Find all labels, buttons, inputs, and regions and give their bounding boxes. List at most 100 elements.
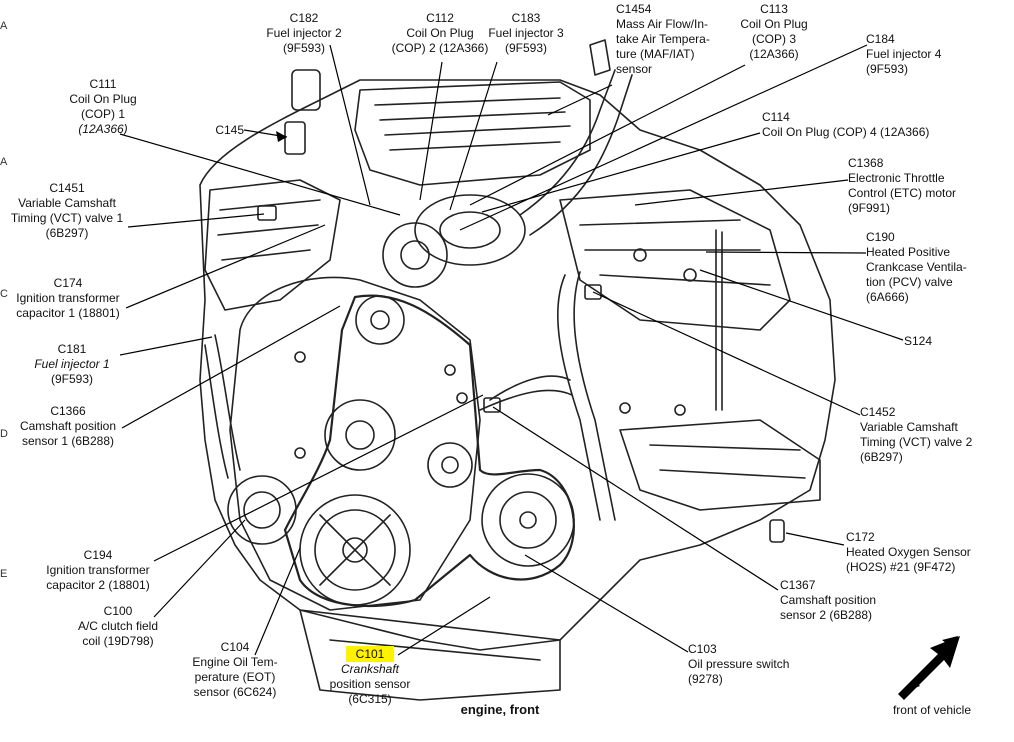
callout-part-number: (9F593) <box>50 372 94 386</box>
callout-text: Variable Camshaft <box>860 420 958 434</box>
callout-part-number: (9F593) <box>866 62 909 76</box>
callout-text: Heated Oxygen Sensor <box>846 545 971 559</box>
callout-c194: C194 Ignition transformer capacitor 2 (1… <box>36 548 160 593</box>
callout-code: C113 <box>760 2 788 16</box>
callout-code: C145 <box>215 123 244 137</box>
callout-code: C100 <box>103 604 133 618</box>
callout-code: S124 <box>904 334 933 348</box>
callout-code: C1368 <box>848 156 884 170</box>
callout-code: C112 <box>426 11 454 25</box>
edge-mark: E <box>0 568 8 580</box>
callout-code: C1451 <box>49 181 85 195</box>
callout-code: C190 <box>866 230 895 244</box>
callout-c1451: C1451 Variable Camshaft Timing (VCT) val… <box>0 181 134 241</box>
callout-text: (HO2S) #21 (9F472) <box>846 560 956 574</box>
edge-mark: A <box>0 20 8 32</box>
callout-code: C181 <box>57 342 87 356</box>
callout-code: C111 <box>89 77 117 91</box>
callout-part-number: (6A666) <box>866 290 909 304</box>
callout-c103: C103 Oil pressure switch (9278) <box>688 642 818 687</box>
callout-text: Mass Air Flow/In- <box>616 17 709 31</box>
callout-code: C184 <box>866 32 895 46</box>
callout-part-number: (9F991) <box>848 201 891 215</box>
callout-c190: C190 Heated Positive Crankcase Ventila- … <box>866 230 1006 305</box>
callout-text: sensor 2 (6B288) <box>780 608 873 622</box>
callout-text: Fuel injector 3 <box>488 26 564 40</box>
callout-text: Ignition transformer <box>16 291 120 305</box>
callout-text: Control (ETC) motor <box>848 186 957 200</box>
callout-c174: C174 Ignition transformer capacitor 1 (1… <box>6 276 130 321</box>
callout-c1366: C1366 Camshaft position sensor 1 (6B288) <box>12 404 124 449</box>
callout-c172: C172 Heated Oxygen Sensor (HO2S) #21 (9F… <box>846 530 996 575</box>
callout-part-number: (6B297) <box>45 226 89 240</box>
callout-text: Fuel injector 1 <box>34 357 110 371</box>
callout-text: Engine Oil Tem- <box>192 655 278 669</box>
callout-text: A/C clutch field <box>77 619 159 633</box>
callout-text: sensor 1 (6B288) <box>21 434 115 448</box>
callout-text: sensor <box>616 62 653 76</box>
callout-part-number: (9F593) <box>504 41 548 55</box>
diagram-caption: engine, front <box>460 702 540 717</box>
callout-text: Heated Positive <box>866 245 951 259</box>
callout-text: capacitor 2 (18801) <box>46 578 150 592</box>
callout-part-number: (12A366) <box>749 47 799 61</box>
callout-text: tion (PCV) valve <box>866 275 953 289</box>
callout-c114: C114 Coil On Plug (COP) 4 (12A366) <box>762 110 972 140</box>
callout-c112: C112 Coil On Plug (COP) 2 (12A366) <box>376 11 504 56</box>
callout-text: Timing (VCT) valve 2 <box>860 435 973 449</box>
callout-c182: C182 Fuel injector 2 (9F593) <box>248 11 360 56</box>
callout-c104: C104 Engine Oil Tem- perature (EOT) sens… <box>180 640 290 700</box>
callout-code: C182 <box>289 11 319 25</box>
callout-text: ture (MAF/IAT) <box>616 47 695 61</box>
callout-text: capacitor 1 (18801) <box>16 306 120 320</box>
callout-text: Coil On Plug <box>740 17 808 31</box>
callout-text: Fuel injector 4 <box>866 47 942 61</box>
callout-code: C114 <box>762 110 790 124</box>
callout-text: Coil On Plug (COP) 4 (12A366) <box>762 125 930 139</box>
callout-text: Camshaft position <box>19 419 117 433</box>
highlighted-callout-code: C101 <box>345 646 395 662</box>
callout-text: Variable Camshaft <box>18 196 116 210</box>
callout-text: Camshaft position <box>780 593 877 607</box>
callout-text: (COP) 3 <box>751 32 796 46</box>
callout-code: C174 <box>53 276 83 290</box>
callout-text: Crankshaft <box>340 662 400 676</box>
callout-part-number: (9278) <box>688 672 723 686</box>
callout-code: C104 <box>220 640 250 654</box>
callout-c1452: C1452 Variable Camshaft Timing (VCT) val… <box>860 405 1000 465</box>
callout-text: Ignition transformer <box>46 563 150 577</box>
callout-part-number: (6C315) <box>348 692 392 706</box>
callout-text: Coil On Plug <box>406 26 474 40</box>
callout-code: C183 <box>511 11 541 25</box>
callout-code: C172 <box>846 530 875 544</box>
callout-part-number: (6B297) <box>860 450 903 464</box>
callout-code: C1452 <box>860 405 896 419</box>
edge-mark: A <box>0 156 8 168</box>
callout-text: Crankcase Ventila- <box>866 260 967 274</box>
callout-text: sensor (6C624) <box>193 685 277 699</box>
callout-c1367: C1367 Camshaft position sensor 2 (6B288) <box>780 578 910 623</box>
callout-c1368: C1368 Electronic Throttle Control (ETC) … <box>848 156 988 216</box>
edge-mark: D <box>0 428 8 440</box>
callout-s124: S124 <box>904 334 964 349</box>
edge-mark: C <box>0 288 8 300</box>
callout-text: Timing (VCT) valve 1 <box>10 211 124 225</box>
callout-c113: C113 Coil On Plug (COP) 3 (12A366) <box>728 2 820 62</box>
callout-c111: C111 Coil On Plug (COP) 1 (12A366) <box>38 77 168 137</box>
front-of-vehicle-label: front of vehicle <box>892 703 972 717</box>
callout-c101: C101 Crankshaft position sensor (6C315) <box>310 646 430 707</box>
callout-c145: C145 <box>190 123 244 138</box>
callout-text: Fuel injector 2 <box>266 26 342 40</box>
callout-c100: C100 A/C clutch field coil (19D798) <box>70 604 166 649</box>
callout-text: take Air Tempera- <box>616 32 710 46</box>
callout-text: position sensor <box>329 677 411 691</box>
callout-part-number: (12A366) <box>78 122 128 136</box>
callout-c181: C181 Fuel injector 1 (9F593) <box>24 342 120 387</box>
callout-part-number: (9F593) <box>282 41 326 55</box>
callout-code: C1366 <box>50 404 86 418</box>
callout-text: Oil pressure switch <box>688 657 790 671</box>
callout-text: (COP) 1 <box>80 107 125 121</box>
callout-text: perature (EOT) <box>194 670 276 684</box>
